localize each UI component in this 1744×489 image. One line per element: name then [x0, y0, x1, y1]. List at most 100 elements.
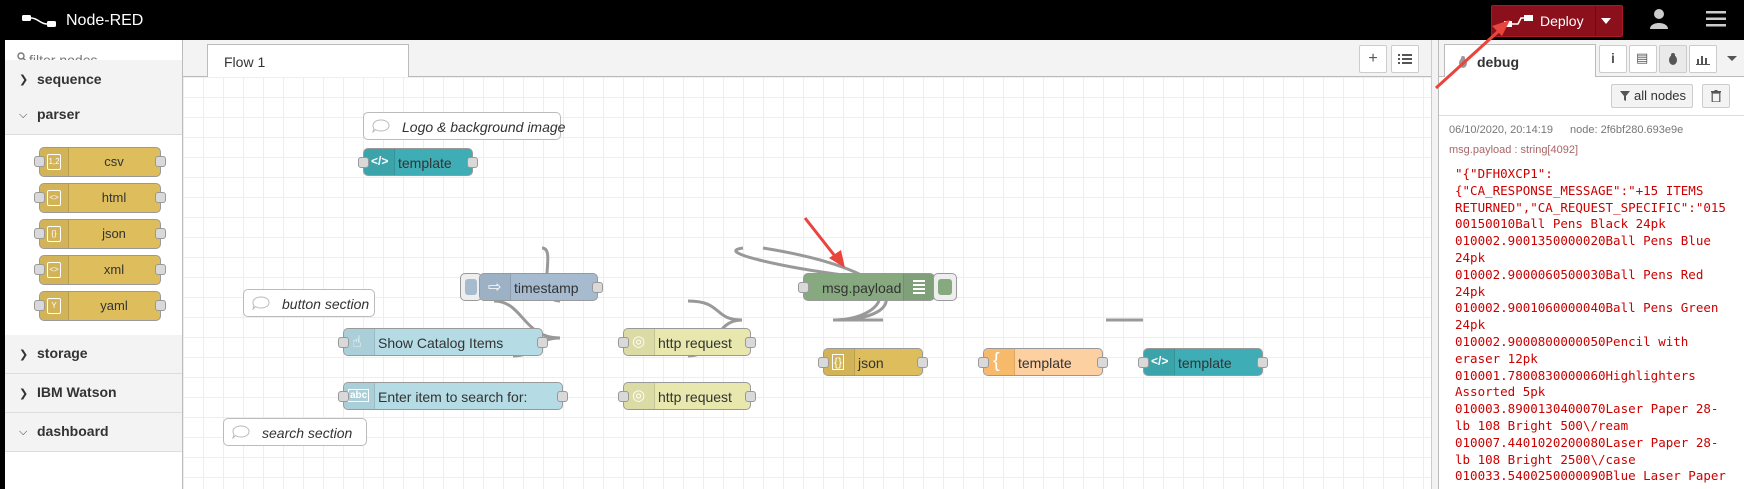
flow-canvas[interactable]: Logo & background image </> template ⇨ t… — [183, 77, 1431, 489]
inject-trigger-button[interactable] — [460, 273, 482, 301]
arrow-right-icon: ⇨ — [488, 279, 502, 296]
filter-all-nodes-button[interactable]: all nodes — [1611, 84, 1693, 108]
json-node[interactable]: {} json — [818, 348, 928, 376]
workspace-tabs: Flow 1 + — [183, 40, 1431, 78]
deploy-button[interactable]: Deploy — [1491, 5, 1623, 37]
node-red-logo-icon — [22, 15, 56, 27]
category-sequence-header[interactable]: ❯ sequence — [5, 60, 182, 97]
tab-debug[interactable]: debug — [1444, 44, 1596, 78]
palette-node-json[interactable]: {} json — [34, 219, 166, 249]
comment-icon — [232, 425, 250, 439]
tab-label: Flow 1 — [224, 54, 266, 70]
comment-icon — [372, 119, 390, 133]
json-icon: {} — [832, 354, 845, 370]
palette-node-csv[interactable]: 1,2 csv — [34, 147, 166, 177]
user-icon[interactable] — [1650, 8, 1668, 30]
debug-message-meta: 06/10/2020, 20:14:19 node: 2f6bf280.693e… — [1449, 124, 1697, 136]
template-node-mid[interactable]: { template — [978, 348, 1108, 376]
deploy-dropdown-icon[interactable] — [1601, 18, 1611, 24]
category-storage[interactable]: ❯ storage — [5, 335, 182, 374]
deploy-label: Deploy — [1540, 13, 1584, 29]
main-menu-icon[interactable] — [1706, 10, 1726, 28]
plus-icon: + — [1368, 50, 1378, 67]
tab-debug-icon[interactable] — [1659, 45, 1687, 73]
chevron-right-icon: ❯ — [19, 388, 29, 400]
app-title: Node-RED — [66, 12, 144, 29]
comment-node-button-section[interactable]: button section — [243, 289, 375, 317]
category-label: IBM Watson — [37, 384, 117, 400]
deploy-separator — [1595, 6, 1596, 36]
workspace: Flow 1 + — [183, 40, 1431, 489]
parser-node-list: 1,2 csv <> html {} json <> xml Y yaml — [5, 135, 182, 336]
wire — [687, 299, 743, 322]
tab-help[interactable]: ▤ — [1629, 45, 1657, 73]
category-dashboard[interactable]: ⌵ dashboard — [5, 413, 182, 452]
category-label: storage — [37, 345, 88, 361]
add-flow-button[interactable]: + — [1359, 45, 1387, 73]
yaml-icon: Y — [47, 298, 61, 314]
code-icon: </> — [1151, 354, 1169, 368]
tab-info[interactable]: i — [1599, 45, 1627, 73]
info-icon: i — [1611, 50, 1615, 66]
brace-icon: { — [993, 350, 1000, 372]
sidebar-menu-chevron-icon[interactable] — [1727, 56, 1737, 61]
category-label: dashboard — [37, 423, 109, 439]
book-icon: ▤ — [1636, 50, 1649, 65]
inject-node-timestamp[interactable]: ⇨ timestamp — [479, 273, 603, 301]
debug-toolbar: all nodes — [1439, 77, 1744, 116]
comment-icon — [252, 296, 270, 310]
debug-node-msg-payload[interactable]: msg.payload — [798, 273, 935, 301]
comment-node-search-section[interactable]: search section — [223, 418, 367, 446]
template-node-top[interactable]: </> template — [358, 148, 478, 176]
list-icon — [1398, 54, 1412, 64]
template-node-right[interactable]: </> template — [1138, 348, 1268, 376]
chevron-right-icon: ❯ — [19, 74, 29, 86]
tab-dashboard[interactable] — [1689, 45, 1717, 73]
category-label: parser — [37, 106, 80, 122]
html-icon: <> — [47, 190, 61, 206]
chevron-down-icon: ⌵ — [19, 109, 28, 121]
chevron-right-icon: ❯ — [19, 349, 29, 361]
json-icon: {} — [47, 226, 61, 242]
palette-node-html[interactable]: <> html — [34, 183, 166, 213]
http-request-node-1[interactable]: ◎ http request — [618, 328, 756, 356]
debug-list-icon — [913, 280, 925, 294]
bar-chart-icon — [1696, 56, 1710, 65]
debug-node-id[interactable]: node: 2f6bf280.693e9e — [1570, 124, 1684, 136]
code-icon: </> — [371, 154, 389, 168]
filter-icon — [1620, 91, 1630, 101]
bug-icon — [1669, 53, 1677, 65]
ui-text-input-node-enter-item[interactable]: abc Enter item to search for: — [338, 382, 568, 410]
trash-icon — [1711, 90, 1721, 102]
debug-message-topic: msg.payload : string[4092] — [1449, 144, 1579, 156]
node-palette: ❯ sequence ⌵ parser 1,2 csv <> html {} j… — [0, 40, 183, 489]
debug-toggle-button[interactable] — [933, 273, 957, 301]
header: Node-RED Deploy — [0, 0, 1744, 40]
wire — [493, 299, 561, 340]
xml-icon: <> — [47, 262, 61, 278]
csv-icon: 1,2 — [47, 154, 61, 170]
http-request-node-2[interactable]: ◎ http request — [618, 382, 756, 410]
comment-node-logo[interactable]: Logo & background image — [363, 112, 565, 140]
globe-icon: ◎ — [632, 387, 646, 404]
debug-message-payload[interactable]: "{"DFH0XCP1": {"CA_RESPONSE_MESSAGE":"+1… — [1455, 166, 1726, 484]
list-flows-button[interactable] — [1391, 45, 1419, 73]
tab-flow-1[interactable]: Flow 1 — [207, 44, 409, 78]
category-ibm-watson[interactable]: ❯ IBM Watson — [5, 374, 182, 413]
app-logo: Node-RED — [22, 11, 143, 31]
globe-icon: ◎ — [632, 333, 646, 350]
tab-label: debug — [1477, 54, 1519, 70]
hand-pointer-icon: ☝ — [352, 334, 362, 351]
bug-icon — [1459, 56, 1467, 68]
ui-button-node-show-catalog[interactable]: ☝ Show Catalog Items — [338, 328, 548, 356]
filter-label: all nodes — [1634, 88, 1687, 103]
palette-node-xml[interactable]: <> xml — [34, 255, 166, 285]
palette-node-yaml[interactable]: Y yaml — [34, 291, 166, 321]
category-parser[interactable]: ⌵ parser — [5, 96, 182, 135]
text-input-icon: abc — [348, 389, 370, 402]
sidebar-tabs: debug i ▤ — [1439, 40, 1744, 78]
sidebar-resize-handle[interactable] — [1431, 40, 1439, 489]
clear-debug-button[interactable] — [1702, 84, 1730, 108]
category-label: sequence — [37, 71, 102, 87]
deploy-icon — [1504, 15, 1533, 27]
